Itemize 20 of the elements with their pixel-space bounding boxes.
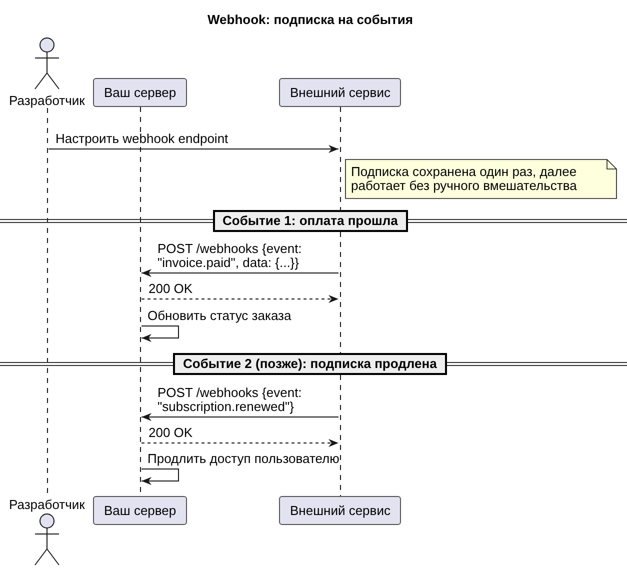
message-arrow <box>141 413 339 421</box>
participant-box: Внешний сервис <box>279 78 402 107</box>
participant-box: Ваш сервер <box>93 78 188 107</box>
message-arrow <box>48 145 339 153</box>
self-message-arrow <box>141 468 179 485</box>
actor-name: Разработчик <box>9 93 85 108</box>
actor-name: Разработчик <box>9 497 85 512</box>
message-label: Продлить доступ пользователю <box>146 452 340 466</box>
message-label: 200 OK <box>148 282 194 296</box>
note: Подписка сохранена один раз, далее работает без ручного вмешательства <box>345 159 617 199</box>
message-arrow <box>141 269 339 277</box>
participant-box: Внешний сервис <box>279 496 402 525</box>
reply-arrow <box>141 295 339 303</box>
reply-arrow <box>141 439 339 447</box>
self-message-arrow <box>141 326 179 342</box>
participant-box: Ваш сервер <box>93 496 188 525</box>
diagram-title: Webhook: подписка на события <box>208 12 413 28</box>
message-label: 200 OK <box>148 426 194 440</box>
message-label: Обновить статус заказа <box>146 309 292 323</box>
message-label: Настроить webhook endpoint <box>54 132 230 146</box>
